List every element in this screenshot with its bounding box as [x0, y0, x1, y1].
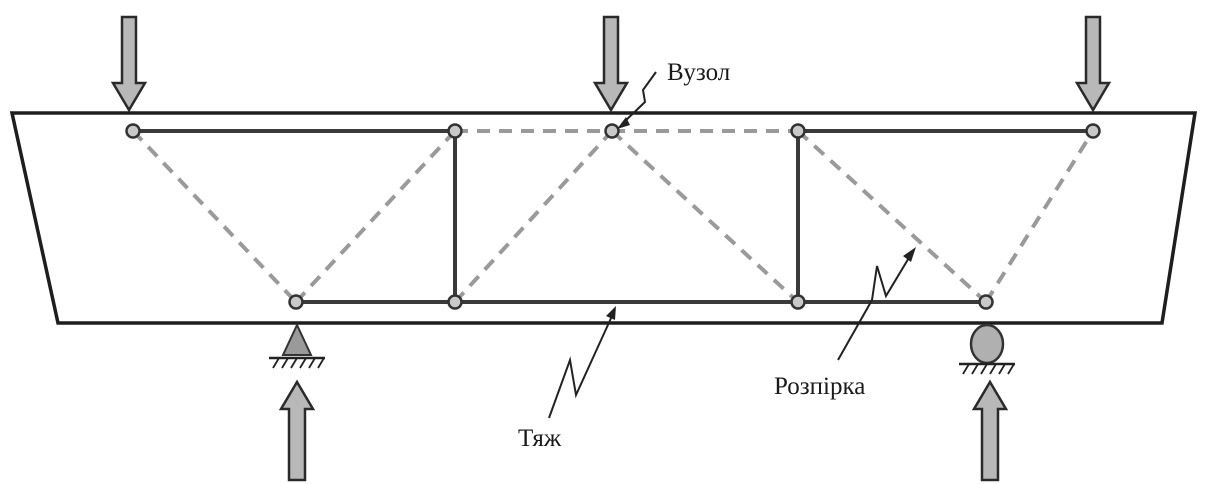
- strut-right-diagonal-1: [796, 129, 988, 304]
- leader-tie: [548, 306, 616, 419]
- label-tie: Тяж: [518, 425, 562, 452]
- leader-arrowhead-icon: [606, 306, 616, 320]
- node-top-4: [790, 123, 806, 139]
- strut-center-diagonal-2: [610, 129, 800, 304]
- nodes: [125, 123, 1101, 310]
- strut-right-diagonal-2: [984, 129, 1095, 304]
- label-node: Вузол: [667, 59, 730, 86]
- label-strut: Розпірка: [774, 373, 865, 400]
- load-arrows: [110, 15, 1112, 113]
- strut-left-diagonal-2: [294, 129, 457, 304]
- node-bottom-2: [447, 294, 463, 310]
- node-top-3: [604, 123, 620, 139]
- load-arrow-down-icon: [592, 15, 630, 113]
- leader-strut: [837, 247, 916, 361]
- beam-outline: [9, 111, 1198, 325]
- node-bottom-1: [288, 294, 304, 310]
- load-arrow-down-icon: [110, 15, 148, 113]
- roller-support-icon: [959, 323, 1015, 375]
- node-top-2: [447, 123, 463, 139]
- leader-node: [617, 71, 657, 129]
- ties: [131, 129, 1095, 304]
- node-top-5: [1085, 123, 1101, 139]
- struts: [131, 129, 1095, 304]
- strut-left-diagonal-1: [131, 129, 298, 304]
- node-bottom-4: [978, 294, 994, 310]
- pin-support-icon: [269, 322, 325, 369]
- reaction-arrow-up-icon: [278, 379, 316, 482]
- reaction-arrow-up-icon: [971, 379, 1009, 482]
- reaction-arrows: [278, 379, 1009, 482]
- load-arrow-down-icon: [1074, 15, 1112, 113]
- node-bottom-3: [790, 294, 806, 310]
- leader-arrowhead-icon: [617, 117, 630, 129]
- strut-center-diagonal-1: [453, 129, 614, 304]
- node-top-1: [125, 123, 141, 139]
- leader-arrowhead-icon: [903, 247, 916, 262]
